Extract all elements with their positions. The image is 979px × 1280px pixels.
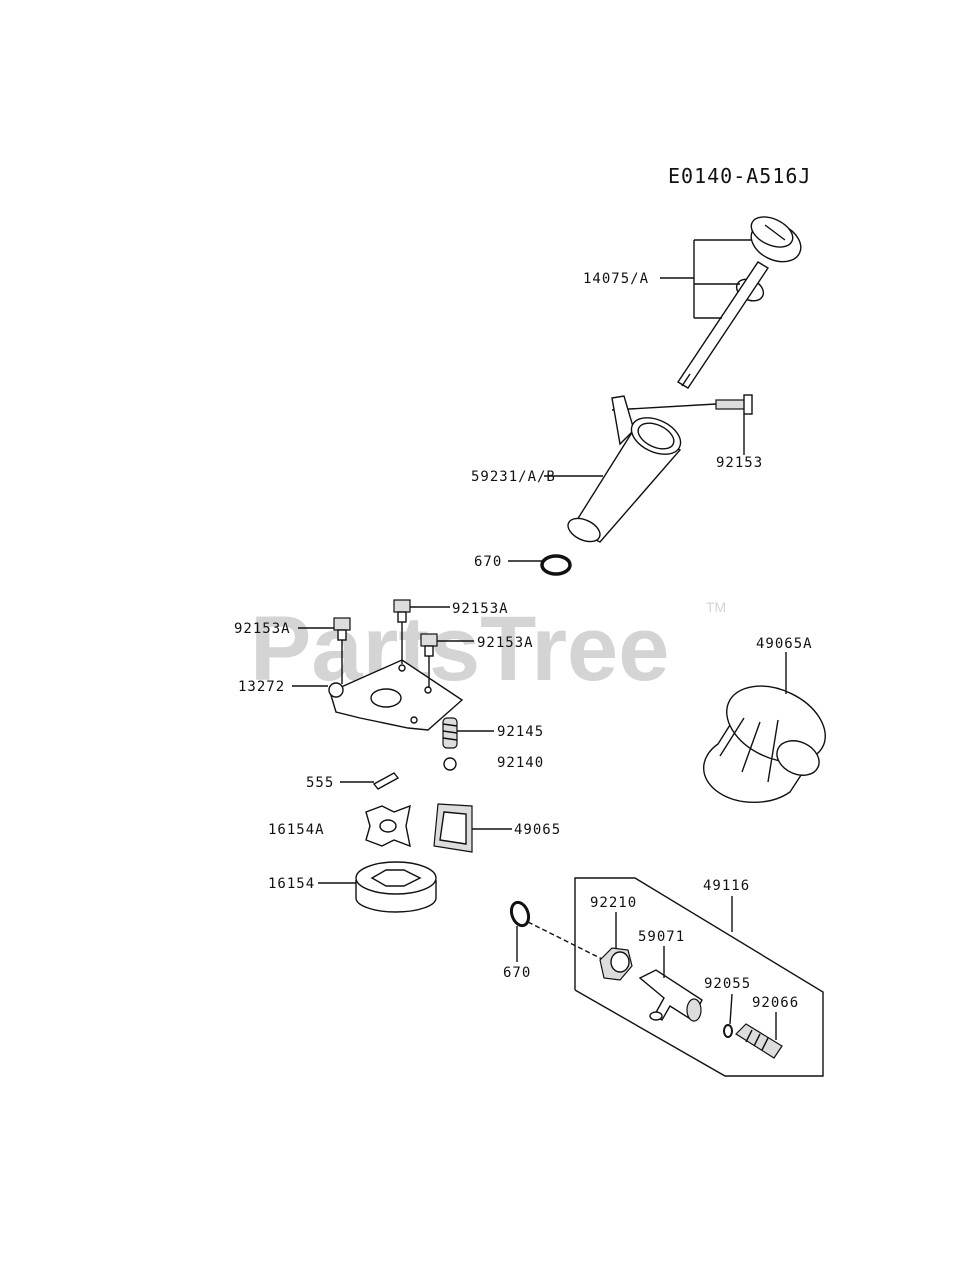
label-16154: 16154: [268, 876, 315, 892]
part-670-oring-bottom[interactable]: [508, 900, 531, 928]
part-92153-bolt[interactable]: [611, 394, 753, 415]
part-16154-outer-rotor[interactable]: [355, 861, 437, 913]
part-92153A-bolt-left[interactable]: [333, 617, 351, 684]
part-49065A-oil-filter[interactable]: [702, 671, 838, 804]
label-49116: 49116: [703, 878, 750, 894]
part-16154A-inner-rotor[interactable]: [365, 804, 411, 848]
label-13272: 13272: [238, 679, 285, 695]
kit-49116-frame: [574, 877, 824, 1077]
label-92153A-left: 92153A: [234, 621, 291, 637]
label-92153A-top: 92153A: [452, 601, 509, 617]
part-92066-plug[interactable]: [735, 1023, 783, 1059]
label-16154A: 16154A: [268, 822, 325, 838]
label-92145: 92145: [497, 724, 544, 740]
label-92153: 92153: [716, 455, 763, 471]
label-92055: 92055: [704, 976, 751, 992]
label-670-top: 670: [474, 554, 502, 570]
label-49065A: 49065A: [756, 636, 813, 652]
part-92153A-bolt-top[interactable]: [393, 599, 411, 664]
watermark-trademark: TM: [706, 599, 726, 615]
part-92153A-bolt-right[interactable]: [420, 633, 438, 688]
part-13272-pump-cover[interactable]: [328, 659, 464, 731]
part-92140-ball[interactable]: [443, 757, 457, 771]
part-92055-oring[interactable]: [723, 1024, 733, 1038]
label-49065: 49065: [514, 822, 561, 838]
part-59071-fitting[interactable]: [638, 969, 703, 1022]
leader-14075A: [660, 239, 752, 319]
part-670-oring-top[interactable]: [540, 554, 572, 576]
part-92210-nut[interactable]: [599, 947, 633, 981]
label-670-bottom: 670: [503, 965, 531, 981]
diagram-code: E0140-A516J: [668, 164, 811, 188]
label-92210: 92210: [590, 895, 637, 911]
label-59231AB: 59231/A/B: [471, 469, 556, 485]
part-49065-screen[interactable]: [433, 803, 473, 853]
label-555: 555: [306, 775, 334, 791]
label-14075A: 14075/A: [583, 271, 649, 287]
label-92066: 92066: [752, 995, 799, 1011]
label-59071: 59071: [638, 929, 685, 945]
label-92153A-right: 92153A: [477, 635, 534, 651]
part-59231AB-filler-tube[interactable]: [564, 395, 686, 546]
part-14075A-dipstick[interactable]: [677, 211, 807, 389]
leader-92055: [729, 993, 733, 1025]
label-92140: 92140: [497, 755, 544, 771]
watermark-text: PartsTree: [250, 598, 669, 700]
part-555-pin[interactable]: [372, 772, 400, 790]
part-92145-spring[interactable]: [442, 717, 458, 749]
assembly-line-670: [527, 921, 605, 961]
